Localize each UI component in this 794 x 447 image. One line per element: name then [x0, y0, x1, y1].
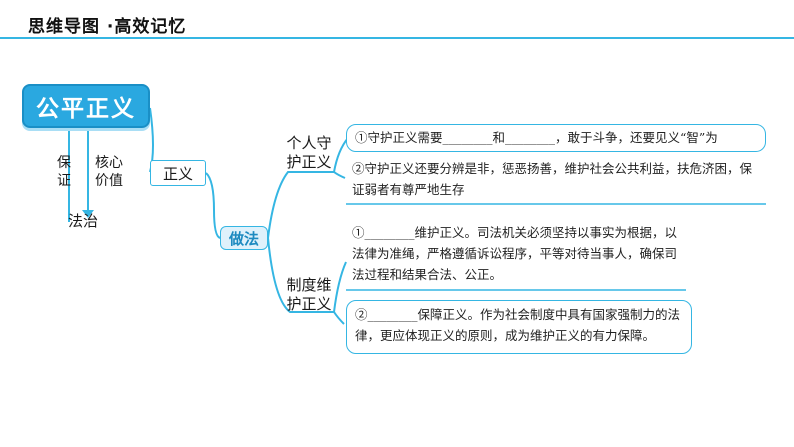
system-item-1: ①________维护正义。司法机关必须坚持以事实为根据，以法律为准绳，严格遵循… — [352, 225, 678, 282]
connector-system-item1 — [333, 261, 347, 313]
connector-methods-personal — [267, 171, 334, 239]
header-divider — [0, 37, 794, 39]
connector-justice-methods — [205, 172, 221, 239]
branch-system-label: 制度维护正义 — [286, 276, 332, 313]
personal-item-1: ①守护正义需要________和________，敢于斗争，还要见义“智”为 — [346, 124, 766, 152]
personal-item-2: ②守护正义还要分辨是非，惩恶扬善，维护社会公共利益，扶危济困，保证弱者有尊严地生… — [352, 161, 753, 197]
system-item-2: ②________保障正义。作为社会制度中具有国家强制力的法律，更应体现正义的原… — [346, 300, 692, 354]
methods-node: 做法 — [220, 226, 268, 250]
justice-node: 正义 — [150, 160, 206, 186]
root-node: 公平正义 — [22, 84, 150, 128]
arrow-down-head — [82, 210, 94, 218]
core-value-label: 核心价值 — [95, 155, 123, 189]
connector-personal-item2 — [333, 171, 346, 179]
header-title: 思维导图 ·高效记忆 — [28, 17, 187, 37]
rule-of-law-label: 法治 — [68, 212, 99, 230]
connector-methods-system — [267, 237, 334, 313]
branch-personal-label: 个人守护正义 — [286, 134, 332, 171]
guarantee-label: 保证 — [57, 155, 71, 189]
connector-system-item2 — [333, 311, 345, 325]
